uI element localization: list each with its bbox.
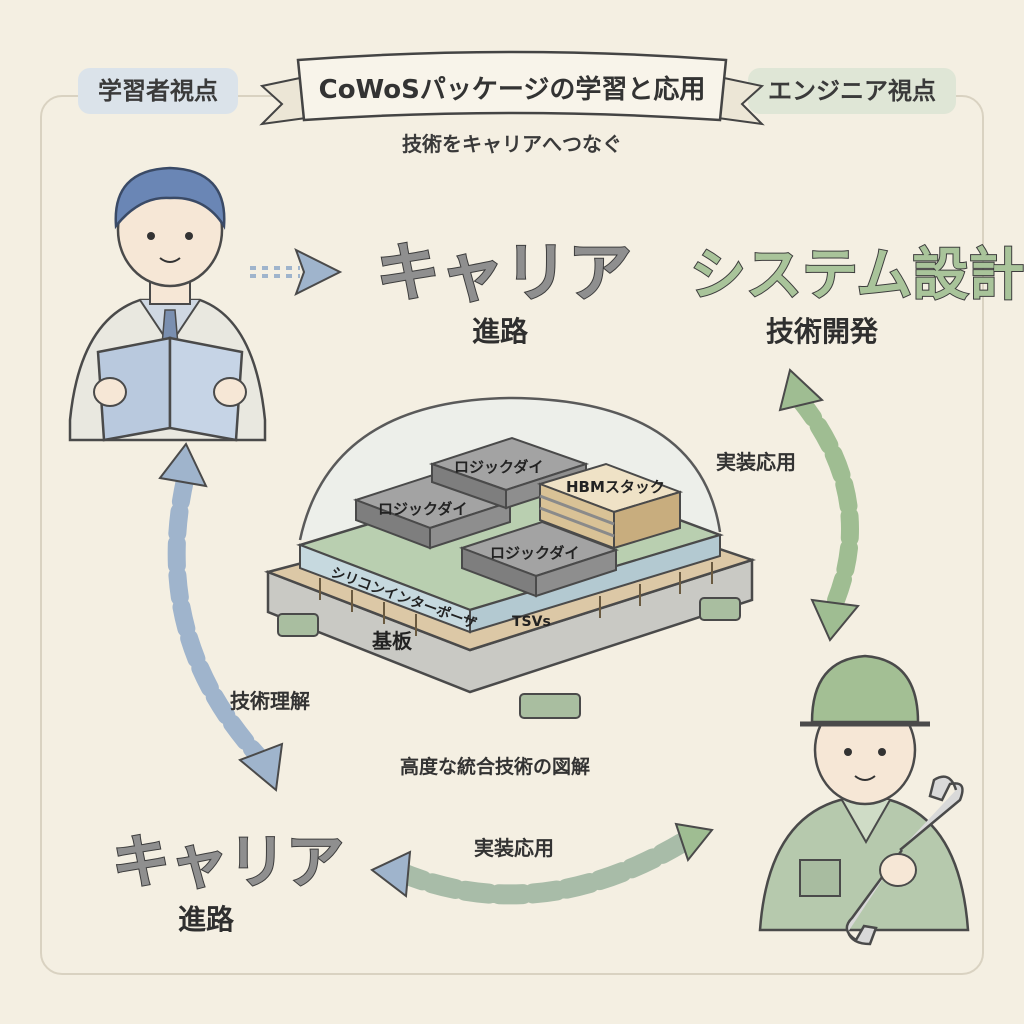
system-design-heading: システム設計 [689, 242, 1024, 309]
diagram-subtitle: 技術をキャリアへつなぐ [402, 132, 622, 156]
substrate-label: 基板 [372, 629, 413, 653]
career-engineer-bottom-arrow [370, 822, 714, 905]
understanding-label: 技術理解 [230, 689, 310, 713]
learner-perspective-badge: 学習者視点 [78, 68, 238, 114]
logic-die-label-1: ロジックダイ [454, 458, 543, 476]
system-design-subheading: 技術開発 [766, 315, 879, 348]
implementation-label-right: 実装応用 [716, 450, 796, 474]
title-ribbon [296, 50, 728, 122]
career-subheading-bottom: 進路 [178, 903, 235, 936]
cowos-package-illustration: ロジックダイ ロジックダイ ロジックダイ HBMスタック シリコンインターポーザ… [263, 396, 757, 719]
career-heading-top: キャリア [375, 236, 633, 312]
interposer-side [469, 533, 721, 634]
engineer-perspective-badge: エンジニア視点 [748, 68, 956, 114]
hbm-stack-label: HBMスタック [566, 478, 665, 496]
learner-career-curved-arrow [158, 442, 284, 792]
career-heading-bottom: キャリア [111, 827, 345, 897]
career-subheading-top: 進路 [472, 315, 529, 348]
illustration-caption: 高度な統合技術の図解 [400, 756, 591, 778]
tsv-label: TSVs [512, 614, 551, 630]
implementation-label-bottom: 実装応用 [474, 836, 554, 860]
dashed-arrow-learner-to-career [250, 247, 343, 297]
engineer-figure [758, 654, 970, 946]
system-engineer-curved-arrow [778, 368, 860, 642]
diagram-title: CoWoSパッケージの学習と応用 [318, 75, 706, 105]
student-figure [68, 166, 267, 442]
logic-die-label-2: ロジックダイ [378, 500, 467, 518]
logic-die-label-3: ロジックダイ [490, 544, 579, 562]
